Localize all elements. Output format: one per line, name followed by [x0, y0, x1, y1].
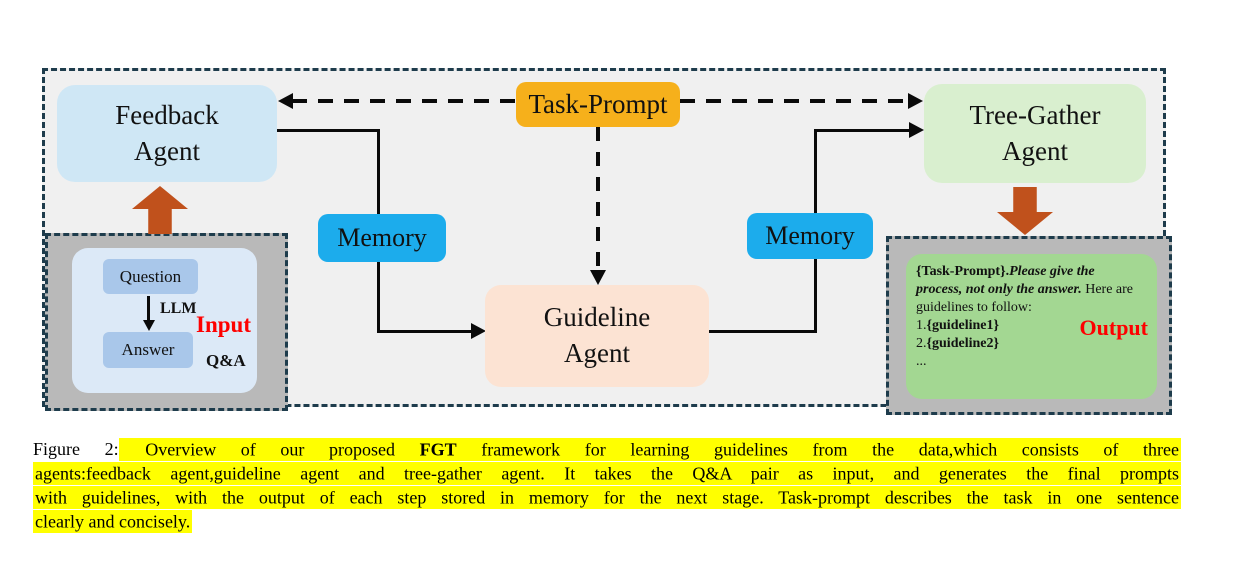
caption-line-2: agents:feedback agent,guideline agent an…: [33, 461, 1181, 485]
llm-arrow-line: [147, 296, 150, 322]
guideline-to-treegather-line-h1: [709, 330, 817, 333]
answer-label: Answer: [121, 340, 175, 359]
answer-chip: Answer: [103, 332, 193, 368]
task-to-treegather-dashed-line: [680, 99, 908, 103]
output-guideline-1: 1.{guideline1}: [916, 317, 999, 333]
tree-gather-agent-node: Tree-Gather Agent: [924, 84, 1146, 183]
caption-line-1: Figure 2: Overview of our proposed FGT f…: [33, 437, 1181, 461]
output-ellipsis: ...: [916, 353, 927, 369]
arrowhead-left-icon: [278, 93, 293, 109]
arrowhead-down-icon: [590, 270, 606, 285]
llm-label: LLM: [160, 300, 197, 317]
figure-caption: Figure 2: Overview of our proposed FGT f…: [33, 437, 1181, 533]
guideline-agent-node: Guideline Agent: [485, 285, 709, 387]
output-prompt-card: {Task-Prompt}.Please give the process, n…: [906, 254, 1157, 399]
arrowhead-right-icon: [908, 93, 923, 109]
question-label: Question: [119, 266, 182, 286]
feedback-agent-node: Feedback Agent: [57, 85, 277, 182]
caption-line-4: clearly and concisely.: [33, 509, 193, 533]
qa-label: Q&A: [206, 351, 246, 370]
output-label: Output: [1079, 315, 1148, 340]
task-prompt-label: Task-Prompt: [528, 88, 668, 119]
input-qa-card: Question LLM Answer Input Q&A: [72, 248, 257, 393]
figure-number: Figure 2:: [33, 439, 119, 459]
task-prompt-node: Task-Prompt: [516, 82, 680, 127]
output-guideline-2: 2.{guideline2}: [916, 335, 999, 351]
output-text-line: guidelines to follow:: [916, 299, 1032, 315]
guideline-agent-label: Guideline Agent: [543, 302, 651, 368]
input-panel: Question LLM Answer Input Q&A: [45, 233, 288, 411]
question-chip: Question: [103, 259, 198, 294]
feedback-agent-label: Feedback Agent: [115, 99, 219, 166]
tree-gather-agent-label: Tree-Gather Agent: [969, 99, 1101, 166]
guideline-to-treegather-line-h2: [814, 129, 910, 132]
input-label: Input: [196, 312, 251, 337]
task-to-feedback-dashed-line: [292, 99, 516, 103]
arrowhead-right-icon: [471, 323, 486, 339]
output-panel: {Task-Prompt}.Please give the process, n…: [886, 236, 1172, 415]
task-to-guideline-dashed-line: [596, 127, 600, 272]
memory-node-right: Memory: [747, 213, 873, 259]
output-text-line: process, not only the answer. Here are: [916, 281, 1133, 297]
arrowhead-right-icon: [909, 122, 924, 138]
llm-arrowhead-down-icon: [142, 320, 155, 331]
feedback-to-guideline-line-h1: [277, 129, 380, 132]
memory-node-left: Memory: [318, 214, 446, 262]
memory-label: Memory: [337, 222, 427, 252]
output-text-line: {Task-Prompt}.Please give the: [916, 264, 1095, 279]
memory-label: Memory: [765, 220, 855, 250]
caption-line-3: with guidelines, with the output of each…: [33, 485, 1181, 509]
feedback-to-guideline-line-h2: [377, 330, 472, 333]
